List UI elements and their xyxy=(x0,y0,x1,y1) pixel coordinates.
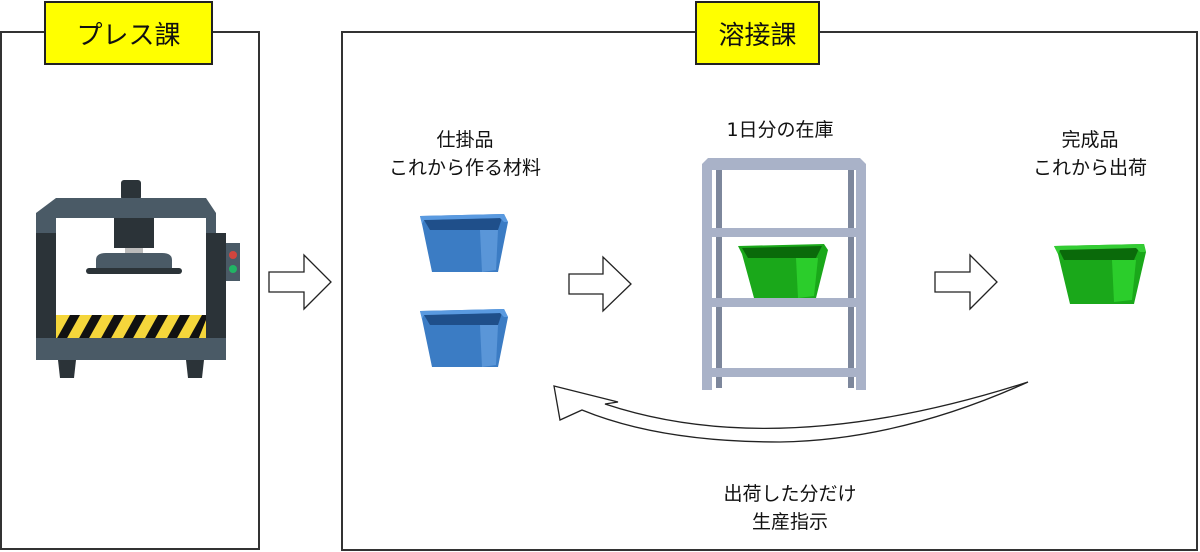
finished-label-line1: 完成品 xyxy=(1061,129,1119,151)
finished-label-line2: これから出荷 xyxy=(1032,157,1147,179)
wip-label-line1: 仕掛品 xyxy=(436,129,494,151)
green-bin-icon xyxy=(1054,244,1146,304)
inventory-label-line1: 1日分の在庫 xyxy=(726,119,834,141)
welding-department-box xyxy=(341,31,1198,551)
blue-bin-icon xyxy=(420,214,508,272)
flow-arrow-wip-to-inventory xyxy=(568,255,632,313)
inventory-label: 1日分の在庫 xyxy=(690,116,870,144)
wip-label-line2: これから作る材料 xyxy=(388,157,541,179)
storage-shelf-icon xyxy=(702,158,866,390)
feedback-curved-arrow xyxy=(553,381,1029,443)
feedback-label: 出荷した分だけ 生産指示 xyxy=(680,480,900,536)
finished-label: 完成品 これから出荷 xyxy=(1000,126,1180,182)
feedback-label-line2: 生産指示 xyxy=(751,511,828,533)
press-department-title: プレス課 xyxy=(44,1,213,65)
flow-arrow-inventory-to-finished xyxy=(934,253,998,311)
flow-arrow-press-to-welding xyxy=(268,253,332,311)
wip-label: 仕掛品 これから作る材料 xyxy=(370,126,560,182)
blue-bin-icon xyxy=(420,309,508,367)
feedback-label-line1: 出荷した分だけ xyxy=(723,483,857,505)
press-machine-icon xyxy=(36,180,240,378)
welding-department-title: 溶接課 xyxy=(695,1,820,65)
